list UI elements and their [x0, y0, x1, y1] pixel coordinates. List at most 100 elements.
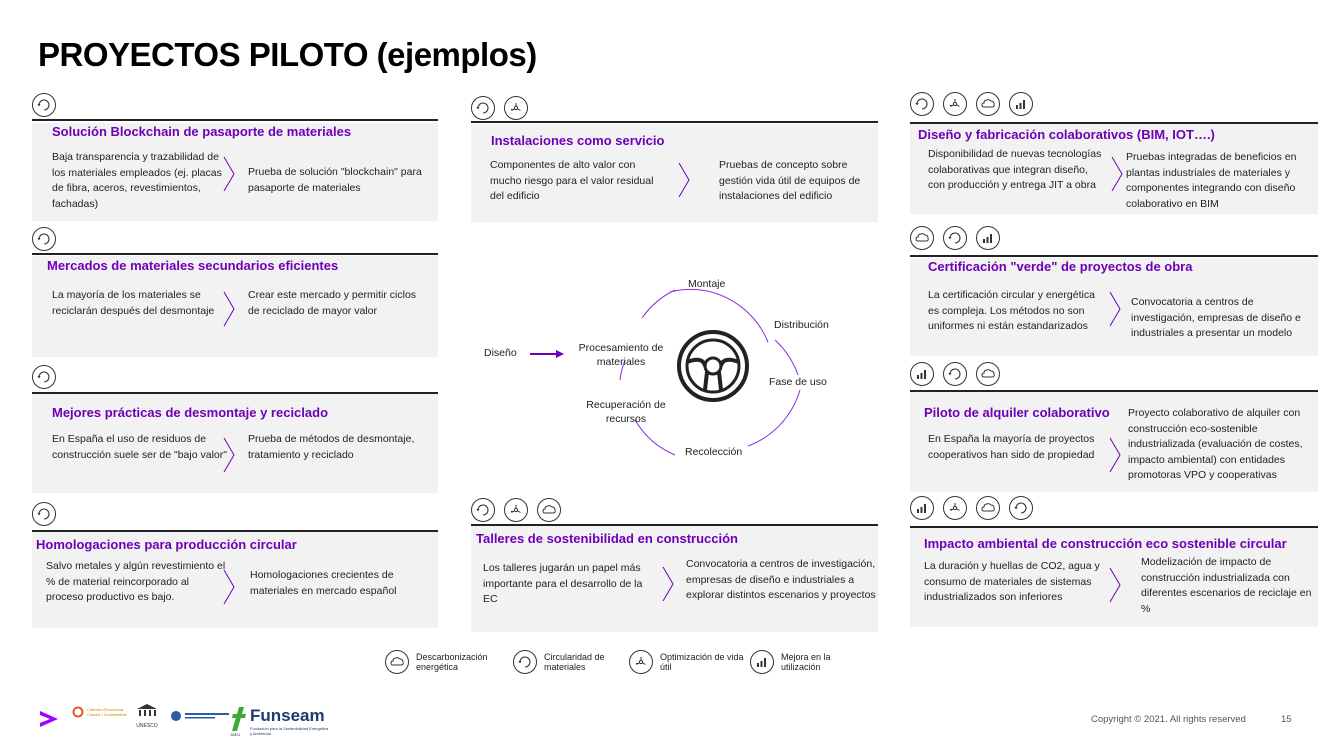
legend-label: Descarbonización energética — [416, 652, 488, 672]
lifespan-icon — [943, 496, 967, 520]
cycle-label-collection: Recolección — [685, 446, 743, 458]
card-collaborative-design: Diseño y fabricación colaborativos (BIM,… — [910, 92, 1318, 214]
card-action: Prueba de solución "blockchain" para pas… — [248, 166, 422, 194]
chevron-right-icon — [1109, 567, 1121, 603]
cycle-arc — [634, 419, 676, 456]
circularity-icon — [943, 362, 967, 386]
card-problem: En España el uso de residuos de construc… — [52, 433, 227, 461]
chevron-right-icon — [223, 156, 235, 192]
cycle-label-use-phase: Fase de uso — [769, 376, 827, 388]
card-installations-service: Instalaciones como servicio Componentes … — [471, 96, 878, 222]
legend-label: Optimización de vida útil — [660, 652, 744, 672]
card-homologations: Homologaciones para producción circular … — [32, 502, 438, 628]
chevron-right-icon — [1109, 437, 1121, 473]
card-dismantling: Mejores prácticas de desmontaje y recicl… — [32, 365, 438, 493]
accenture-logo-icon — [40, 711, 58, 727]
catedra-logo-text: Cátedra d'Economia Circular i Sostenibil… — [87, 707, 127, 717]
university-logo — [170, 710, 229, 722]
copyright: Copyright © 2021. All rights reserved — [1091, 714, 1246, 725]
funseam-tagline: Fundación para la Sostenibilidad Energét… — [250, 726, 329, 736]
card-title: Homologaciones para producción circular — [36, 537, 297, 552]
usage-icon — [976, 226, 1000, 250]
circularity-icon — [32, 365, 56, 389]
footer-logos: Cátedra d'Economia Circular i Sostenibil… — [38, 704, 338, 740]
card-problem: En España la mayoría de proyectos cooper… — [928, 433, 1095, 461]
card-problem: Disponibilidad de nuevas tecnologías col… — [928, 148, 1102, 191]
jaeu-logo-text: JAEU — [230, 732, 241, 737]
circularity-icon — [32, 227, 56, 251]
card-title: Mejores prácticas de desmontaje y recicl… — [52, 405, 329, 420]
chevron-right-icon — [1109, 291, 1121, 327]
card-title: Instalaciones como servicio — [491, 133, 665, 148]
lifespan-icon — [504, 498, 528, 522]
cycle-label-design: Diseño — [484, 347, 517, 359]
legend-item: Circularidad de materiales — [513, 650, 609, 674]
catedra-ring-icon — [72, 706, 84, 718]
unesco-temple-icon — [137, 704, 157, 716]
card-action: Modelización de impacto de construcción … — [1141, 556, 1312, 615]
lifespan-icon — [943, 92, 967, 116]
chevron-right-icon — [1111, 156, 1123, 192]
chevron-right-icon — [223, 437, 235, 473]
card-collaborative-rental: Piloto de alquiler colaborativo En Españ… — [910, 362, 1318, 492]
card-action: Convocatoria a centros de investigación,… — [686, 558, 876, 601]
decarbonization-icon — [976, 362, 1000, 386]
card-title: Diseño y fabricación colaborativos (BIM,… — [918, 127, 1215, 142]
chevron-right-icon — [223, 291, 235, 327]
card-blockchain: Solución Blockchain de pasaporte de mate… — [32, 93, 438, 221]
circularity-icon — [1009, 496, 1033, 520]
cycle-arc — [774, 339, 799, 376]
cycle-arc — [641, 289, 676, 319]
lifespan-icon — [504, 96, 528, 120]
card-action: Pruebas integradas de beneficios en plan… — [1126, 151, 1297, 210]
page-number: 15 — [1281, 714, 1292, 725]
funseam-wordmark: Funseam — [250, 706, 325, 725]
card-action: Convocatoria a centros de investigación,… — [1131, 296, 1301, 339]
legend-item: Optimización de vida útil — [629, 650, 750, 674]
usage-icon — [910, 362, 934, 386]
card-environmental-impact: Impacto ambiental de construcción eco so… — [910, 496, 1318, 627]
chevron-right-icon — [678, 162, 690, 198]
card-green-certification: Certificación "verde" de proyectos de ob… — [910, 226, 1318, 356]
circularity-icon — [513, 650, 537, 674]
decarbonization-icon — [537, 498, 561, 522]
design-arrow-head — [556, 350, 564, 358]
card-title: Certificación "verde" de proyectos de ob… — [928, 259, 1193, 274]
chevron-right-icon — [662, 566, 674, 602]
cycle-label-assembly: Montaje — [688, 278, 726, 290]
university-wordmark-icon — [185, 713, 229, 719]
lifespan-icon — [629, 650, 653, 674]
circularity-icon — [943, 226, 967, 250]
card-action: Pruebas de concepto sobre gestión vida ú… — [719, 159, 861, 202]
card-action: Crear este mercado y permitir ciclos de … — [248, 289, 417, 317]
legend-item: Descarbonización energética — [385, 650, 491, 674]
card-action: Homologaciones crecientes de materiales … — [250, 569, 397, 597]
circularity-icon — [32, 502, 56, 526]
page-title: PROYECTOS PILOTO (ejemplos) — [38, 36, 537, 73]
cycle-diagram — [530, 288, 801, 456]
circular-economy-cycle: Diseño Montaje Distribución Fase de uso … — [470, 270, 850, 470]
card-action: Proyecto colaborativo de alquiler con co… — [1128, 407, 1303, 481]
card-title: Talleres de sostenibilidad en construcci… — [476, 531, 738, 546]
cycle-arc — [669, 288, 769, 343]
legend-label: Mejora en la utilización — [781, 652, 831, 672]
card-problem: Salvo metales y algún revestimiento el %… — [46, 560, 226, 603]
unesco-logo-text: UNESCO — [136, 723, 158, 729]
card-problem: La mayoría de los materiales se reciclar… — [52, 289, 215, 317]
card-title: Mercados de materiales secundarios efici… — [47, 258, 339, 273]
decarbonization-icon — [976, 496, 1000, 520]
card-workshops: Talleres de sostenibilidad en construcci… — [471, 498, 878, 632]
card-problem: La certificación circular y energética e… — [928, 289, 1095, 332]
cycle-arc — [747, 389, 801, 447]
legend: Descarbonización energética Circularidad… — [385, 650, 855, 680]
legend-label: Circularidad de materiales — [544, 652, 605, 672]
card-action: Prueba de métodos de desmontaje, tratami… — [248, 433, 415, 461]
card-problem: Baja transparencia y trazabilidad de los… — [52, 151, 222, 210]
card-problem: La duración y huellas de CO2, agua y con… — [924, 560, 1100, 603]
usage-icon — [1009, 92, 1033, 116]
card-title: Piloto de alquiler colaborativo — [924, 405, 1110, 420]
cycle-label-distribution: Distribución — [774, 319, 829, 331]
card-title: Solución Blockchain de pasaporte de mate… — [52, 124, 352, 139]
cycle-label-recovery: Recuperación de recursos — [586, 399, 666, 425]
funseam-leaf-icon — [232, 707, 246, 731]
